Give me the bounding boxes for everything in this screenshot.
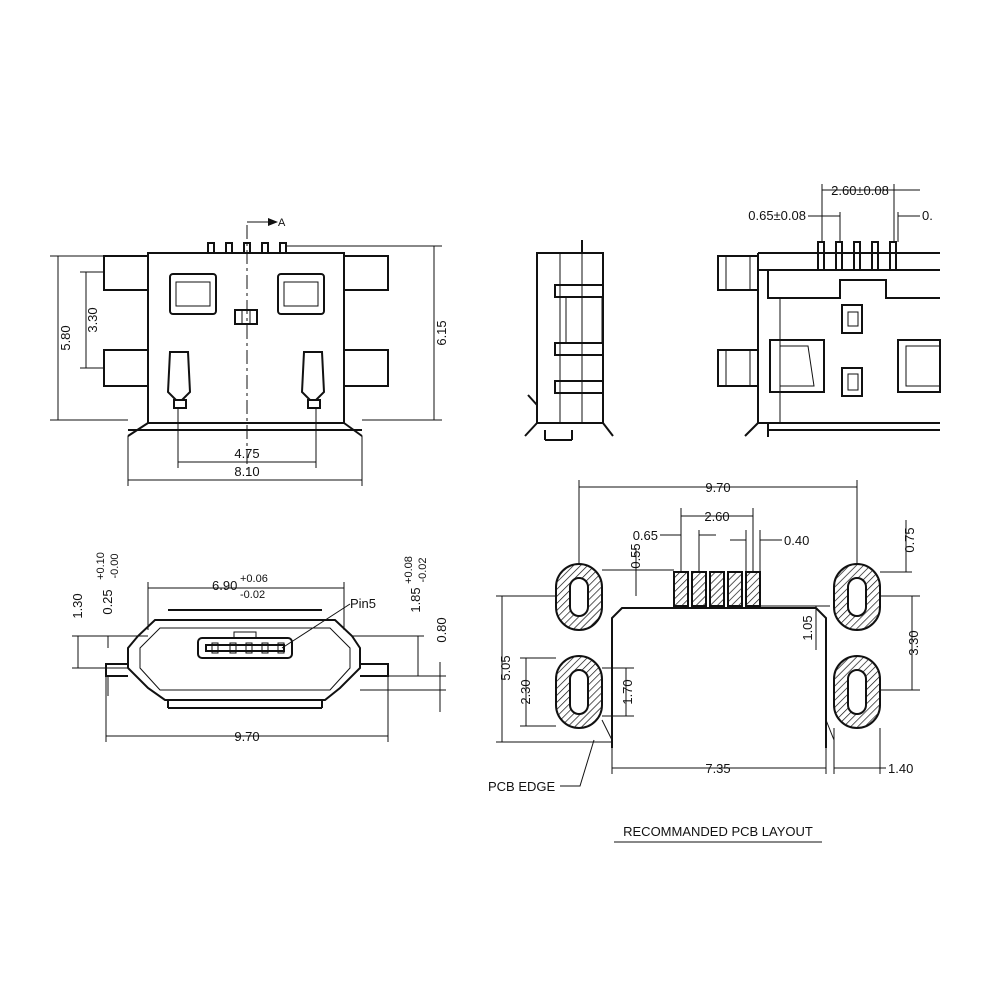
dim-0-75: 0.75 <box>902 527 917 552</box>
top-tab-lower-right <box>343 349 389 387</box>
dim-3-30: 3.30 <box>85 307 100 332</box>
dim-3-30-pcb: 3.30 <box>906 630 921 655</box>
pcb-pad-1 <box>673 571 689 607</box>
inner-tab-lower <box>717 349 759 387</box>
front-body-outline <box>127 619 361 701</box>
dim-0-65-tol: 0.65±0.08 <box>748 208 806 223</box>
pcb-pad-4 <box>727 571 743 607</box>
section-marker-a: A <box>278 217 286 229</box>
dim-1-85-tol-plus: +0.08 <box>403 556 415 584</box>
dim-5-05: 5.05 <box>498 655 513 680</box>
dim-8-10: 8.10 <box>234 464 259 479</box>
dim-2-30: 2.30 <box>518 679 533 704</box>
pcb-layout-title: RECOMMANDED PCB LAYOUT <box>623 824 813 839</box>
dim-0-25-tol-minus: -0.00 <box>109 553 121 578</box>
dim-6-15: 6.15 <box>434 320 449 345</box>
inner-latch <box>769 339 825 393</box>
dim-0-80: 0.80 <box>434 617 449 642</box>
dim-7-35: 7.35 <box>705 761 730 776</box>
dim-0-65-pcb: 0.65 <box>633 528 658 543</box>
inner-view: 2.60±0.08 0.65±0.08 0. <box>717 183 941 437</box>
dim-5-80: 5.80 <box>58 325 73 350</box>
pcb-pad-5 <box>745 571 761 607</box>
dim-6-90-tol-plus: +0.06 <box>240 573 268 585</box>
side-view <box>524 240 614 441</box>
side-body-outline <box>536 252 604 424</box>
dim-0-cut: 0. <box>922 208 933 223</box>
pcb-edge-outline <box>611 607 827 748</box>
top-latch-right <box>300 351 326 401</box>
pcb-pad-3 <box>709 571 725 607</box>
dim-0-55: 0.55 <box>628 543 643 568</box>
dim-6-90-tol-minus: -0.02 <box>240 589 265 601</box>
top-tab-upper-right <box>343 255 389 291</box>
top-body-outline <box>147 252 345 424</box>
dim-1-40: 1.40 <box>888 761 913 776</box>
dim-1-85: 1.85 <box>408 587 423 612</box>
pcb-pad-2 <box>691 571 707 607</box>
top-view: A 5.80 3.30 6.15 4.75 8.10 <box>50 217 449 486</box>
front-view: Pin5 6.90 +0.06 -0.02 1.30 0.25 +0.10 -0… <box>70 552 449 744</box>
top-tab-upper-left <box>103 255 149 291</box>
dim-2-60-pcb: 2.60 <box>704 509 729 524</box>
dim-0-40: 0.40 <box>784 533 809 548</box>
dim-6-90: 6.90 <box>212 578 237 593</box>
dim-1-05: 1.05 <box>800 615 815 640</box>
dim-1-70: 1.70 <box>620 679 635 704</box>
top-window-right <box>277 273 325 315</box>
dim-9-70-pcb: 9.70 <box>705 480 730 495</box>
inner-tab-upper <box>717 255 759 291</box>
label-pcb-edge: PCB EDGE <box>488 779 556 794</box>
top-tab-lower-left <box>103 349 149 387</box>
dim-4-75: 4.75 <box>234 446 259 461</box>
pcb-layout: 9.70 2.60 0.65 0.40 0.55 0.75 1.05 3.30 <box>488 480 921 843</box>
dim-2-60-tol: 2.60±0.08 <box>831 183 889 198</box>
dim-9-70-front: 9.70 <box>234 729 259 744</box>
top-latch-left <box>166 351 192 401</box>
top-window-left <box>169 273 217 315</box>
dim-1-30: 1.30 <box>70 593 85 618</box>
label-pin5: Pin5 <box>350 596 376 611</box>
dim-1-85-tol-minus: -0.02 <box>417 557 429 582</box>
dim-0-25-tol-plus: +0.10 <box>95 552 107 580</box>
dim-0-25: 0.25 <box>100 589 115 614</box>
